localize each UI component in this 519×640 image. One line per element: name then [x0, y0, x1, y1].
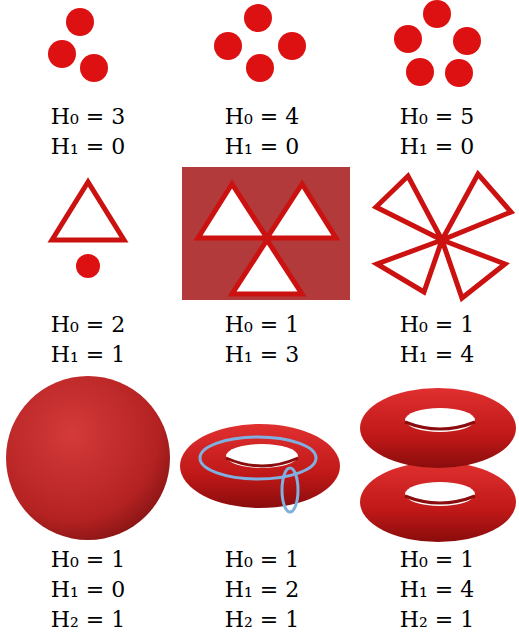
homology-label: H₁ = 4 [400, 578, 474, 602]
homology-label: H₁ = 3 [225, 343, 299, 367]
homology-label: H₁ = 4 [400, 343, 474, 367]
sphere [6, 376, 170, 540]
filled-region [182, 167, 350, 300]
homology-label: H₁ = 2 [225, 578, 299, 602]
homology-label: H₀ = 4 [225, 105, 299, 129]
homology-label: H₀ = 1 [400, 548, 474, 572]
homology-label: H₀ = 1 [51, 548, 125, 572]
homology-label: H₁ = 0 [51, 578, 125, 602]
homology-label: H₀ = 1 [400, 313, 474, 337]
homology-label: H₀ = 5 [400, 105, 474, 129]
homology-label: H₁ = 0 [400, 135, 474, 159]
points [48, 0, 481, 87]
triangle-holes [198, 184, 336, 294]
double-torus [360, 388, 516, 542]
homology-label: H₂ = 1 [400, 608, 474, 632]
triangle-loops [52, 182, 124, 240]
homology-label: H₂ = 1 [51, 608, 125, 632]
point [76, 254, 100, 278]
homology-label: H₀ = 2 [51, 313, 125, 337]
homology-label: H₂ = 1 [225, 608, 299, 632]
homology-label: H₁ = 1 [51, 343, 125, 367]
homology-label: H₀ = 3 [51, 105, 125, 129]
homology-label: H₁ = 0 [51, 135, 125, 159]
homology-label: H₀ = 1 [225, 548, 299, 572]
torus [180, 424, 340, 512]
homology-label: H₁ = 0 [225, 135, 299, 159]
wedge-loops [376, 174, 511, 298]
homology-label: H₀ = 1 [225, 313, 299, 337]
